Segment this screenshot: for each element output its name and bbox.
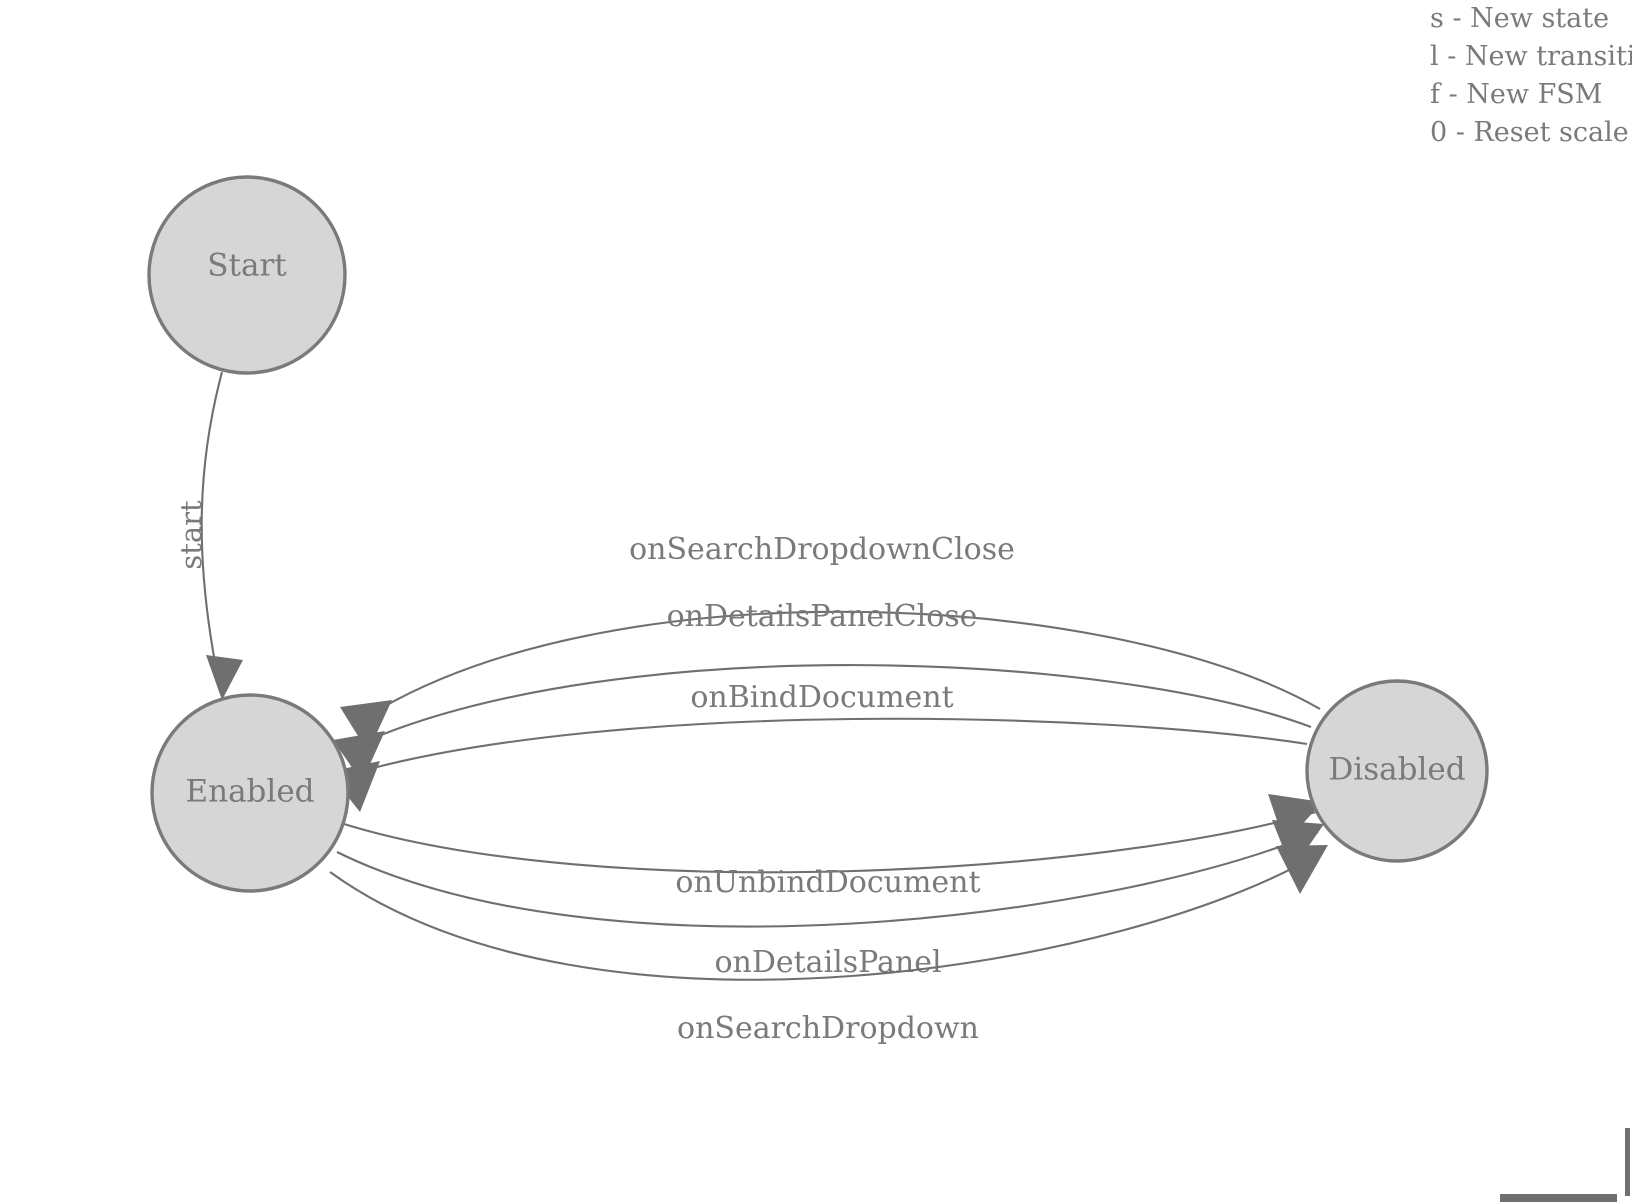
edge-on-bind-document-path[interactable] [357,717,1308,774]
horizontal-scrollbar-thumb[interactable] [1500,1194,1617,1202]
edge-start-arrowhead [206,655,243,700]
edge-on-bind-document[interactable]: onBindDocument [328,680,1308,812]
edge-on-search-dropdown-label: onSearchDropdown [677,1011,979,1046]
node-start-label: Start [207,248,287,284]
edge-on-details-panel-path[interactable] [336,831,1319,928]
node-start-circle[interactable] [147,175,347,375]
node-disabled-circle[interactable] [1305,679,1489,863]
edge-on-search-dropdown-close[interactable]: onSearchDropdownClose [340,532,1321,752]
edge-on-search-dropdown-close-label: onSearchDropdownClose [629,532,1015,567]
node-start[interactable]: Start [147,175,347,375]
edge-on-unbind-document-label: onUnbindDocument [675,865,980,900]
edge-start-path[interactable] [200,371,224,669]
node-enabled-circle[interactable] [150,693,350,893]
edge-start-label: start [174,500,208,570]
node-enabled-label: Enabled [185,774,314,810]
edge-on-details-panel[interactable]: onDetailsPanel [336,820,1324,980]
edge-on-search-dropdown-path[interactable] [329,851,1323,981]
edge-on-search-dropdown-arrowhead [1276,845,1328,894]
edge-on-details-panel-close-path[interactable] [363,664,1312,743]
node-disabled[interactable]: Disabled [1305,679,1489,863]
edge-on-search-dropdown-close-path[interactable] [372,610,1321,714]
edge-on-unbind-document-path[interactable] [343,810,1317,874]
vertical-scrollbar-thumb[interactable] [1625,1128,1630,1196]
edge-start[interactable]: start [174,371,243,700]
edge-on-details-panel-close-label: onDetailsPanelClose [667,599,978,634]
edge-on-unbind-document[interactable]: onUnbindDocument [343,794,1322,900]
edge-on-details-panel-label: onDetailsPanel [714,945,941,980]
edge-on-bind-document-label: onBindDocument [690,680,953,715]
node-enabled[interactable]: Enabled [150,693,350,893]
vertical-scrollbar[interactable] [1620,0,1632,1204]
node-disabled-label: Disabled [1328,752,1465,788]
edge-on-details-panel-close[interactable]: onDetailsPanelClose [333,599,1312,782]
edge-on-search-dropdown-close-arrowhead [340,700,392,752]
edge-on-details-panel-arrowhead [1272,820,1324,870]
edge-on-details-panel-close-arrowhead [333,731,385,782]
horizontal-scrollbar[interactable] [0,1192,1632,1204]
edge-on-search-dropdown[interactable]: onSearchDropdown [329,845,1328,1046]
